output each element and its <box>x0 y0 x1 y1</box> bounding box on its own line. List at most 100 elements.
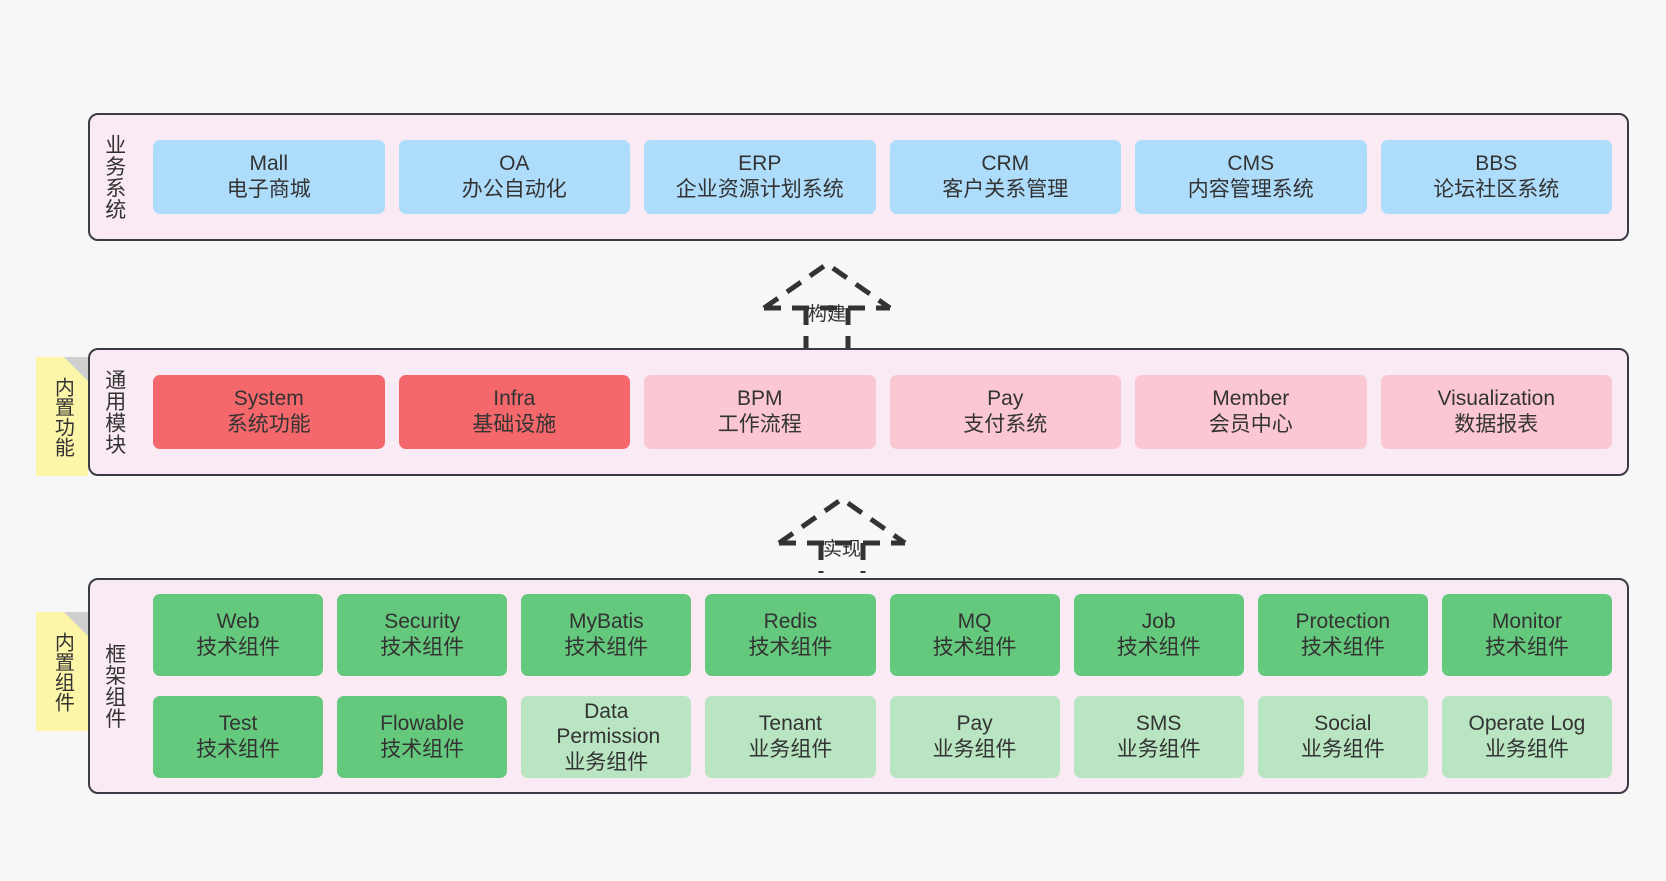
card-oa-subtitle: 办公自动化 <box>461 178 567 201</box>
card-data-permission-title: Data Permission <box>556 699 661 749</box>
layer-title-framework-components: 框架组件 <box>102 643 126 729</box>
card-oa-title: OA <box>499 152 530 176</box>
card-infra-subtitle: 基础设施 <box>472 413 557 436</box>
card-social-subtitle: 业务组件 <box>1300 738 1385 761</box>
card-pay-module[interactable]: Pay 支付系统 <box>889 375 1121 449</box>
layer-title-common-modules: 通用模块 <box>102 369 126 455</box>
card-erp-subtitle: 企业资源计划系统 <box>675 178 844 201</box>
card-bbs-title: BBS <box>1475 152 1518 176</box>
card-security-title: Security <box>384 610 461 634</box>
layer-common-modules: 通用模块 System 系统功能 Infra 基础设施 BPM 工作流程 Pay… <box>88 348 1629 476</box>
card-erp-title: ERP <box>738 152 782 176</box>
card-security-subtitle: 技术组件 <box>380 636 465 659</box>
note-builtin-functions: 内置功能 <box>36 357 88 476</box>
card-visualization-title: Visualization <box>1437 387 1556 411</box>
card-cms-subtitle: 内容管理系统 <box>1187 178 1314 201</box>
card-mybatis[interactable]: MyBatis 技术组件 <box>521 594 692 676</box>
card-crm[interactable]: CRM 客户关系管理 <box>889 140 1121 214</box>
card-mq-title: MQ <box>957 610 992 634</box>
card-cms[interactable]: CMS 内容管理系统 <box>1135 140 1367 214</box>
card-visualization[interactable]: Visualization 数据报表 <box>1380 375 1612 449</box>
layer-business-systems: 业务系统 Mall 电子商城 OA 办公自动化 ERP 企业资源计划系统 CRM… <box>88 113 1629 241</box>
card-job-title: Job <box>1141 610 1176 634</box>
card-mq-subtitle: 技术组件 <box>932 636 1017 659</box>
card-sms-subtitle: 业务组件 <box>1116 738 1201 761</box>
card-system-subtitle: 系统功能 <box>226 413 311 436</box>
card-member-title: Member <box>1212 387 1290 411</box>
card-oa[interactable]: OA 办公自动化 <box>398 140 630 214</box>
note-fold-corner-icon <box>64 357 88 381</box>
note-builtin-components: 内置组件 <box>36 612 88 731</box>
card-social-title: Social <box>1314 712 1372 736</box>
card-member-subtitle: 会员中心 <box>1208 413 1293 436</box>
card-flowable[interactable]: Flowable 技术组件 <box>337 696 508 778</box>
note-fold-corner-icon <box>64 612 88 636</box>
card-redis-title: Redis <box>763 610 818 634</box>
card-tenant-title: Tenant <box>758 712 822 736</box>
card-monitor-subtitle: 技术组件 <box>1484 636 1569 659</box>
connector-implement-label: 实现 <box>823 539 862 560</box>
business-systems-card-list: Mall 电子商城 OA 办公自动化 ERP 企业资源计划系统 CRM 客户关系… <box>138 115 1627 239</box>
card-web[interactable]: Web 技术组件 <box>153 594 324 676</box>
card-redis[interactable]: Redis 技术组件 <box>705 594 876 676</box>
layer-title-business-systems: 业务系统 <box>102 134 126 220</box>
card-tenant-subtitle: 业务组件 <box>748 738 833 761</box>
note-builtin-components-label: 内置组件 <box>51 631 74 712</box>
card-crm-title: CRM <box>981 152 1030 176</box>
card-visualization-subtitle: 数据报表 <box>1454 413 1539 436</box>
card-operate-log-title: Operate Log <box>1468 712 1586 736</box>
card-infra[interactable]: Infra 基础设施 <box>398 375 630 449</box>
card-mall-subtitle: 电子商城 <box>226 178 311 201</box>
card-protection-title: Protection <box>1295 610 1391 634</box>
card-crm-subtitle: 客户关系管理 <box>942 178 1069 201</box>
card-web-title: Web <box>216 610 260 634</box>
common-modules-card-list: System 系统功能 Infra 基础设施 BPM 工作流程 Pay 支付系统… <box>138 350 1627 474</box>
card-bbs[interactable]: BBS 论坛社区系统 <box>1380 140 1612 214</box>
card-data-permission[interactable]: Data Permission 业务组件 <box>521 696 692 778</box>
card-mybatis-title: MyBatis <box>568 610 644 634</box>
connector-implement: 实现 <box>765 493 925 573</box>
card-data-permission-subtitle: 业务组件 <box>564 750 649 774</box>
card-test[interactable]: Test 技术组件 <box>153 696 324 778</box>
card-erp[interactable]: ERP 企业资源计划系统 <box>644 140 876 214</box>
connector-implement-arrow-icon <box>777 495 907 573</box>
card-protection-subtitle: 技术组件 <box>1300 636 1385 659</box>
card-bpm-subtitle: 工作流程 <box>717 413 802 436</box>
card-monitor[interactable]: Monitor 技术组件 <box>1441 594 1612 676</box>
card-system[interactable]: System 系统功能 <box>153 375 385 449</box>
card-sms[interactable]: SMS 业务组件 <box>1073 696 1244 778</box>
card-test-title: Test <box>218 712 258 736</box>
card-pay-component-subtitle: 业务组件 <box>932 738 1017 761</box>
card-mybatis-subtitle: 技术组件 <box>564 636 649 659</box>
card-bpm[interactable]: BPM 工作流程 <box>644 375 876 449</box>
card-protection[interactable]: Protection 技术组件 <box>1257 594 1428 676</box>
card-member[interactable]: Member 会员中心 <box>1135 375 1367 449</box>
framework-components-card-grid: Web 技术组件 Security 技术组件 MyBatis 技术组件 Redi… <box>138 580 1627 792</box>
card-social[interactable]: Social 业务组件 <box>1257 696 1428 778</box>
card-tenant[interactable]: Tenant 业务组件 <box>705 696 876 778</box>
card-test-subtitle: 技术组件 <box>196 738 281 761</box>
card-security[interactable]: Security 技术组件 <box>337 594 508 676</box>
card-operate-log[interactable]: Operate Log 业务组件 <box>1441 696 1612 778</box>
card-pay-component[interactable]: Pay 业务组件 <box>889 696 1060 778</box>
card-system-title: System <box>233 387 304 411</box>
card-mq[interactable]: MQ 技术组件 <box>889 594 1060 676</box>
card-mall[interactable]: Mall 电子商城 <box>153 140 385 214</box>
card-flowable-subtitle: 技术组件 <box>380 738 465 761</box>
note-builtin-functions-label: 内置功能 <box>51 376 74 457</box>
card-cms-title: CMS <box>1227 152 1275 176</box>
layer-framework-components: 框架组件 Web 技术组件 Security 技术组件 MyBatis 技术组件… <box>88 578 1629 794</box>
card-job-subtitle: 技术组件 <box>1116 636 1201 659</box>
card-pay-module-subtitle: 支付系统 <box>963 413 1048 436</box>
card-mall-title: Mall <box>249 152 288 176</box>
card-web-subtitle: 技术组件 <box>196 636 281 659</box>
card-bpm-title: BPM <box>736 387 783 411</box>
card-bbs-subtitle: 论坛社区系统 <box>1433 178 1560 201</box>
card-sms-title: SMS <box>1135 712 1182 736</box>
card-infra-title: Infra <box>493 387 536 411</box>
card-operate-log-subtitle: 业务组件 <box>1484 738 1569 761</box>
card-redis-subtitle: 技术组件 <box>748 636 833 659</box>
card-job[interactable]: Job 技术组件 <box>1073 594 1244 676</box>
framework-business-component-row: Test 技术组件 Flowable 技术组件 Data Permission … <box>146 696 1619 778</box>
